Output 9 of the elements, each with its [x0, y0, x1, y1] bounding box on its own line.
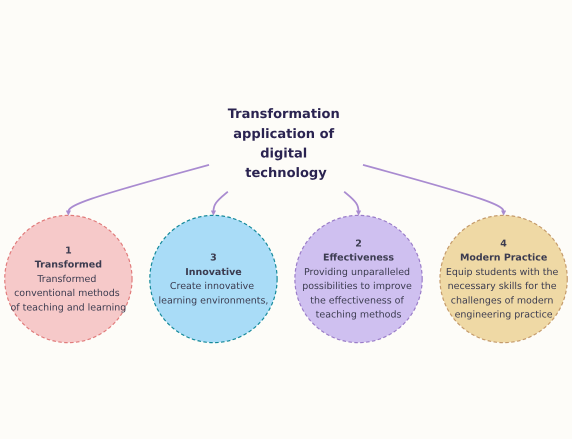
arrow	[66, 164, 210, 216]
node-text: Transformation application of digital technology	[228, 107, 340, 181]
arrow	[344, 191, 362, 216]
node-circle: 3 Innovative Create innovative learning environments,	[149, 215, 278, 344]
node-circle: 4 Modern Practice Equip students with the necessary skills for the challenges of modern engineering practice	[439, 215, 568, 344]
arrow	[362, 164, 506, 216]
node-circle: 2 Effectiveness Providing unparalleled possibilities to improve the effectiveness of teaching methods	[294, 215, 423, 344]
arrow	[210, 191, 228, 216]
node-circle: 1 Transformed Transformed conventional methods of teaching and learning	[4, 215, 133, 344]
